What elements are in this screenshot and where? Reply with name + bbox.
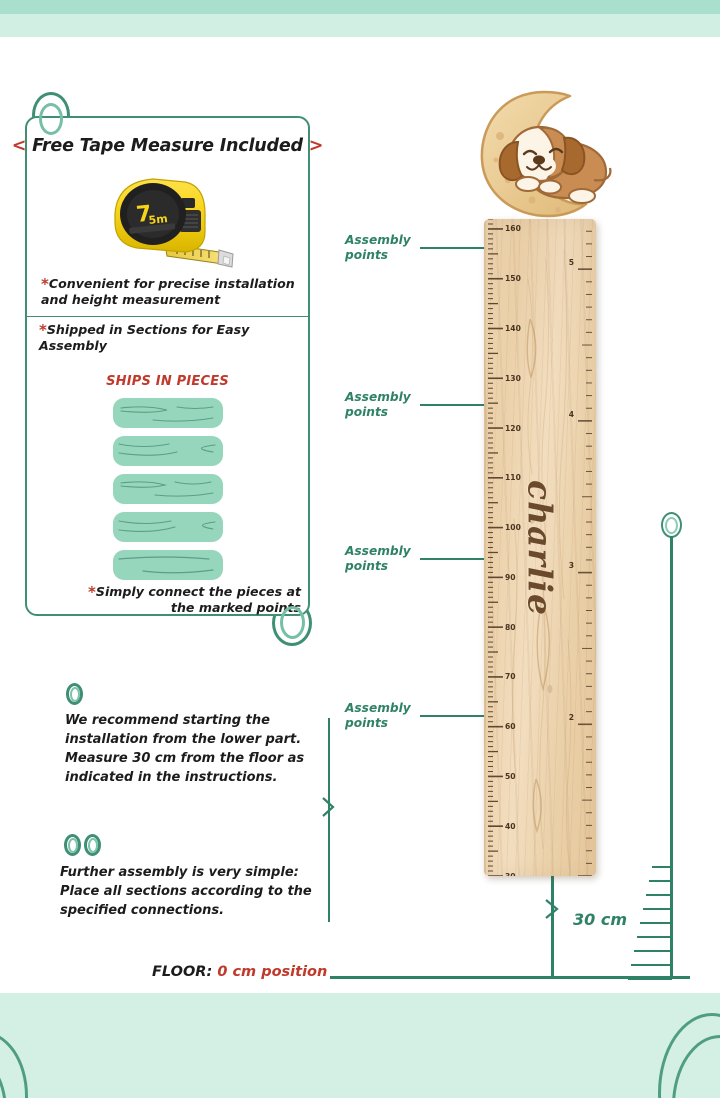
asterisk-icon: *: [88, 583, 96, 601]
note-shipped-text: Shipped in Sections for Easy Assembly: [39, 322, 250, 354]
ruler-cm-label: 50: [505, 771, 516, 781]
svg-text:5m: 5m: [147, 212, 167, 227]
ruler-cm-label: 80: [505, 622, 516, 632]
ruler-cm-label: 120: [505, 423, 521, 433]
wood-piece: [112, 512, 223, 542]
guide-tick: [631, 964, 672, 966]
ruler-ft-label: 4: [568, 409, 574, 419]
growth-chart-ruler: charlie 160 150 140 130 120 110 100 90 80 70 60 50 4…: [484, 219, 596, 876]
wood-pieces-illustration: [112, 398, 223, 580]
sleeping-puppy-on-moon-icon: [466, 84, 618, 224]
ruler-cm-label: 30: [505, 871, 516, 877]
wood-piece: [112, 436, 223, 466]
chevron-right-glyph: >: [308, 136, 324, 156]
bullet-ring-icon: [66, 683, 83, 705]
tape-measure-icon: 7 5m: [93, 170, 243, 276]
asterisk-icon: *: [41, 275, 49, 293]
ruler-cm-label: 150: [505, 274, 521, 284]
wood-piece: [112, 474, 223, 504]
guide-tick: [628, 978, 672, 980]
note-simply-connect: *Simply connect the pieces at the marked…: [61, 583, 301, 616]
bullet-ring-inner-icon: [88, 838, 98, 853]
info-card: < Free Tape Measure Included >: [12, 116, 323, 616]
svg-text:7: 7: [135, 202, 153, 228]
dimension-label-30cm: 30 cm: [573, 910, 627, 929]
guide-tick: [643, 908, 672, 910]
engraved-name: charlie: [520, 479, 560, 616]
bullet-ring-inner-icon: [70, 687, 80, 702]
ruler-ft-label: 3: [568, 561, 574, 571]
note-shipped: *Shipped in Sections for Easy Assembly: [39, 321, 279, 354]
wood-piece: [112, 550, 223, 580]
top-accent-band-light: [0, 14, 720, 37]
card-title: < Free Tape Measure Included >: [11, 136, 324, 156]
guide-tick: [652, 866, 672, 868]
dimension-line-vertical: [551, 876, 554, 978]
floor-label-prefix: FLOOR:: [152, 964, 213, 980]
ruler-cm-label: 70: [505, 672, 516, 682]
bottom-accent-band: [0, 993, 720, 1098]
guide-tick: [646, 894, 672, 896]
bracket-vertical-line-left: [328, 718, 331, 922]
bullet-ring-icon: [64, 834, 81, 856]
note-simply-text: Simply connect the pieces at the marked …: [95, 584, 301, 616]
guide-tick: [637, 936, 672, 938]
floor-label: FLOOR: 0 cm position: [152, 964, 327, 980]
decorative-arc-bottom-left-outer: [0, 1031, 28, 1098]
instruction-block-1: We recommend starting the installation f…: [65, 713, 305, 785]
guide-tick: [634, 950, 672, 952]
note-convenient-text: Convenient for precise installation and …: [41, 276, 295, 308]
ruler-ft-label: 2: [568, 712, 574, 722]
ships-in-pieces-label: SHIPS IN PIECES: [106, 374, 229, 389]
ruler-cm-label: 60: [505, 722, 516, 732]
card-corner-arc-top-left-inner: [39, 103, 63, 135]
bullet-ring-inner-icon: [68, 838, 78, 853]
guide-tick: [640, 922, 672, 924]
asterisk-icon: *: [39, 321, 47, 339]
floor-line: [330, 976, 690, 979]
ruler-cm-label: 90: [505, 572, 516, 582]
ruler-cm-label: 40: [505, 821, 516, 831]
floor-label-value: 0 cm position: [217, 964, 328, 980]
instruction-block-2: Further assembly is very simple: Place a…: [60, 865, 312, 918]
ruler-ft-label: 5: [568, 257, 574, 267]
bullet-ring-icon: [84, 834, 101, 856]
dimension-arrow-icon: [545, 899, 559, 919]
ruler-cm-label: 130: [505, 373, 521, 383]
ruler-cm-label: 100: [505, 523, 521, 533]
ruler-cm-label: 110: [505, 473, 521, 483]
guide-tick: [649, 880, 672, 882]
note-convenient: *Convenient for precise installation and…: [41, 275, 303, 308]
wood-piece: [112, 398, 223, 428]
card-title-text: Free Tape Measure Included: [32, 136, 303, 156]
guide-vertical-line-right: [670, 536, 673, 978]
ruler-cm-label: 160: [505, 224, 521, 234]
ruler-cm-label: 140: [505, 324, 521, 333]
guide-ring-inner-icon: [665, 517, 678, 534]
bracket-arrow-icon: [322, 797, 335, 817]
card-divider: [27, 316, 308, 317]
card-corner-arc-bottom-right-inner: [280, 606, 305, 639]
top-accent-band: [0, 0, 720, 14]
chevron-left-glyph: <: [11, 136, 27, 156]
